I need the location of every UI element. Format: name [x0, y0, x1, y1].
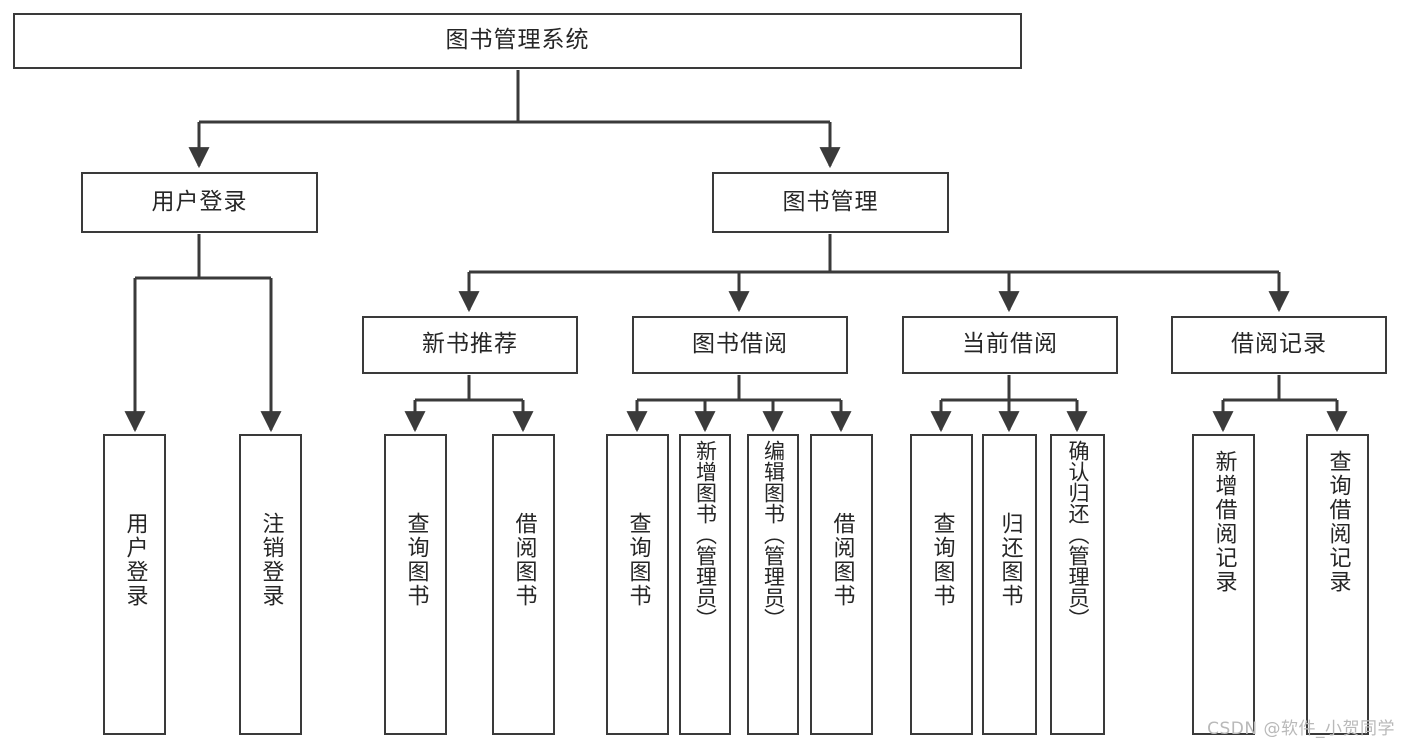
node-new-book-recommend-label: 新书推荐 [422, 331, 518, 358]
node-leaf-add-record[interactable]: 新增借阅记录 [1192, 434, 1255, 735]
node-leaf-user-login-label: 用户登录 [122, 512, 148, 608]
node-user-login[interactable]: 用户登录 [81, 172, 318, 233]
node-leaf-logout-login-label: 注销登录 [258, 512, 284, 608]
node-leaf-borrow-book-2[interactable]: 借阅图书 [810, 434, 873, 735]
node-leaf-query-book-1[interactable]: 查询图书 [384, 434, 447, 735]
node-leaf-query-record[interactable]: 查询借阅记录 [1306, 434, 1369, 735]
node-root[interactable]: 图书管理系统 [13, 13, 1022, 69]
watermark: CSDN @软件_小贺同学 [1207, 719, 1395, 739]
node-leaf-confirm-return[interactable]: 确认归还（管理员） [1050, 434, 1105, 735]
node-leaf-query-book-1-label: 查询图书 [403, 512, 429, 608]
node-leaf-edit-book[interactable]: 编辑图书（管理员） [747, 434, 799, 735]
node-leaf-borrow-book-2-label: 借阅图书 [829, 512, 855, 608]
node-leaf-user-login[interactable]: 用户登录 [103, 434, 166, 735]
node-leaf-borrow-book-1[interactable]: 借阅图书 [492, 434, 555, 735]
node-leaf-logout-login[interactable]: 注销登录 [239, 434, 302, 735]
node-leaf-query-book-2[interactable]: 查询图书 [606, 434, 669, 735]
node-user-login-label: 用户登录 [151, 188, 248, 215]
node-leaf-add-record-label: 新增借阅记录 [1211, 450, 1237, 594]
node-leaf-return-book[interactable]: 归还图书 [982, 434, 1037, 735]
node-borrow-record[interactable]: 借阅记录 [1171, 316, 1387, 374]
node-leaf-query-record-label: 查询借阅记录 [1325, 450, 1351, 594]
node-book-borrow-label: 图书借阅 [692, 331, 788, 358]
node-book-borrow[interactable]: 图书借阅 [632, 316, 848, 374]
node-leaf-edit-book-label: 编辑图书（管理员） [761, 440, 786, 629]
node-leaf-add-book-label: 新增图书（管理员） [693, 440, 718, 629]
node-leaf-query-book-2-label: 查询图书 [625, 512, 651, 608]
node-leaf-confirm-return-label: 确认归还（管理员） [1066, 440, 1091, 629]
node-leaf-return-book-label: 归还图书 [997, 512, 1023, 608]
node-leaf-borrow-book-1-label: 借阅图书 [511, 512, 537, 608]
node-leaf-add-book[interactable]: 新增图书（管理员） [679, 434, 731, 735]
node-book-manage-label: 图书管理 [782, 188, 879, 215]
node-book-manage[interactable]: 图书管理 [712, 172, 949, 233]
node-leaf-query-book-3[interactable]: 查询图书 [910, 434, 973, 735]
node-current-borrow[interactable]: 当前借阅 [902, 316, 1118, 374]
node-borrow-record-label: 借阅记录 [1231, 331, 1327, 358]
node-new-book-recommend[interactable]: 新书推荐 [362, 316, 578, 374]
node-leaf-query-book-3-label: 查询图书 [929, 512, 955, 608]
node-current-borrow-label: 当前借阅 [962, 331, 1058, 358]
node-root-label: 图书管理系统 [445, 27, 590, 54]
